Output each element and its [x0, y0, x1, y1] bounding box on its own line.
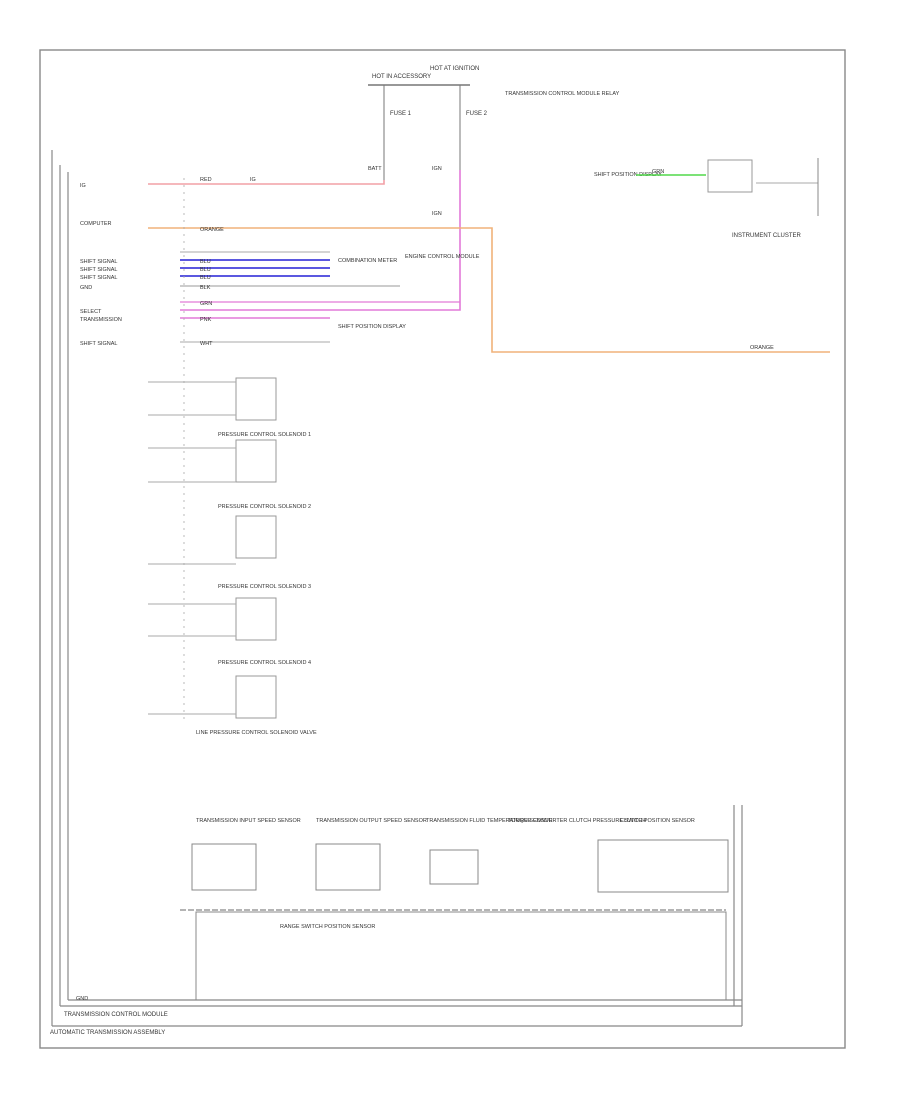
left-note-0: IG: [80, 183, 86, 189]
sensor-label-1: TRANSMISSION INPUT SPEED SENSOR: [196, 818, 301, 824]
left-note-3: SHIFT SIGNAL: [80, 267, 118, 273]
wire-color-blu-2: BLU: [200, 267, 211, 273]
solenoid-wires: [148, 381, 236, 715]
gnd-small-label: GND: [76, 996, 88, 1002]
ig-wire-label: IG: [250, 177, 256, 183]
solenoid-box-5: [235, 675, 277, 719]
range-switch-label: RANGE SWITCH POSITION SENSOR: [280, 924, 375, 930]
left-note-7: TRANSMISSION: [80, 317, 122, 323]
orange-wire: [148, 227, 830, 353]
fuse2-label: FUSE 2: [466, 111, 488, 117]
left-note-2: SHIFT SIGNAL: [80, 259, 118, 265]
wire-color-orange: ORANGE: [200, 227, 224, 233]
left-note-4: SHIFT SIGNAL: [80, 275, 118, 281]
ign-label-a: IGN: [432, 166, 442, 172]
left-note-1: COMPUTER: [80, 221, 112, 227]
fuse1-label: FUSE 1: [390, 111, 412, 117]
engine-control-module-label: ENGINE CONTROL MODULE: [405, 254, 480, 260]
solenoid-box-4: [235, 597, 277, 641]
batt-label: BATT: [368, 166, 382, 172]
combination-meter-label: COMBINATION METER: [338, 258, 397, 264]
wire-color-blu-1: BLU: [200, 259, 211, 265]
solenoid-label-4: PRESSURE CONTROL SOLENOID 4: [218, 660, 311, 666]
solenoid-label-5: LINE PRESSURE CONTROL SOLENOID VALVE: [196, 730, 317, 736]
red-wire-label: RED: [200, 177, 212, 183]
red-wire: [148, 180, 385, 185]
sensor-label-3: TRANSMISSION FLUID TEMPERATURE SENSOR: [426, 818, 553, 824]
solenoid-label-1: PRESSURE CONTROL SOLENOID 1: [218, 432, 311, 438]
wire-color-blk: BLK: [200, 285, 211, 291]
wire-color-wht: WHT: [200, 341, 213, 347]
shift-display-label-2: SHIFT POSITION DISPLAY: [594, 172, 662, 178]
sensor-label-4: TORQUE CONVERTER CLUTCH PRESSURE SWITCH: [508, 818, 646, 824]
ign-label-b: IGN: [432, 211, 442, 217]
hot-in-accessory-label: HOT IN ACCESSORY: [372, 74, 431, 80]
shift-display-label: SHIFT POSITION DISPLAY: [338, 324, 406, 330]
left-note-5: GND: [80, 285, 92, 291]
sensor-label-5: CLUTCH POSITION SENSOR: [620, 818, 695, 824]
tcm-relay-label: TRANSMISSION CONTROL MODULE RELAY: [505, 91, 620, 97]
orange-tag: ORANGE: [750, 345, 774, 351]
wire-color-grn: GRN: [200, 301, 212, 307]
tcm-box: [195, 911, 727, 1001]
solenoid-box-3: [235, 515, 277, 559]
wire-color-pnk: PNK: [200, 317, 212, 323]
sensor-box-3: [429, 849, 479, 885]
left-note-8: SHIFT SIGNAL: [80, 341, 118, 347]
sensor-box-1: [191, 843, 257, 891]
left-note-6: SELECT: [80, 309, 102, 315]
wire-color-blu-3: BLU: [200, 275, 211, 281]
solenoid-label-3: PRESSURE CONTROL SOLENOID 3: [218, 584, 311, 590]
solenoid-label-2: PRESSURE CONTROL SOLENOID 2: [218, 504, 311, 510]
sensor-box-2: [315, 843, 381, 891]
ata-label: AUTOMATIC TRANSMISSION ASSEMBLY: [50, 1030, 165, 1036]
page-frame: [39, 49, 846, 1049]
tcm-label: TRANSMISSION CONTROL MODULE: [64, 1012, 168, 1018]
sensor-label-2: TRANSMISSION OUTPUT SPEED SENSOR: [316, 818, 427, 824]
gauge-green-label: GRN: [652, 169, 664, 175]
instrument-cluster-label: INSTRUMENT CLUSTER: [732, 233, 802, 239]
solenoid-box-1: [235, 377, 277, 421]
solenoid-box-2: [235, 439, 277, 483]
sensor-box-5: [597, 839, 729, 893]
cluster-box: [707, 159, 753, 193]
hot-in-ignition-label: HOT AT IGNITION: [430, 66, 479, 72]
pink-wire: [180, 170, 461, 311]
